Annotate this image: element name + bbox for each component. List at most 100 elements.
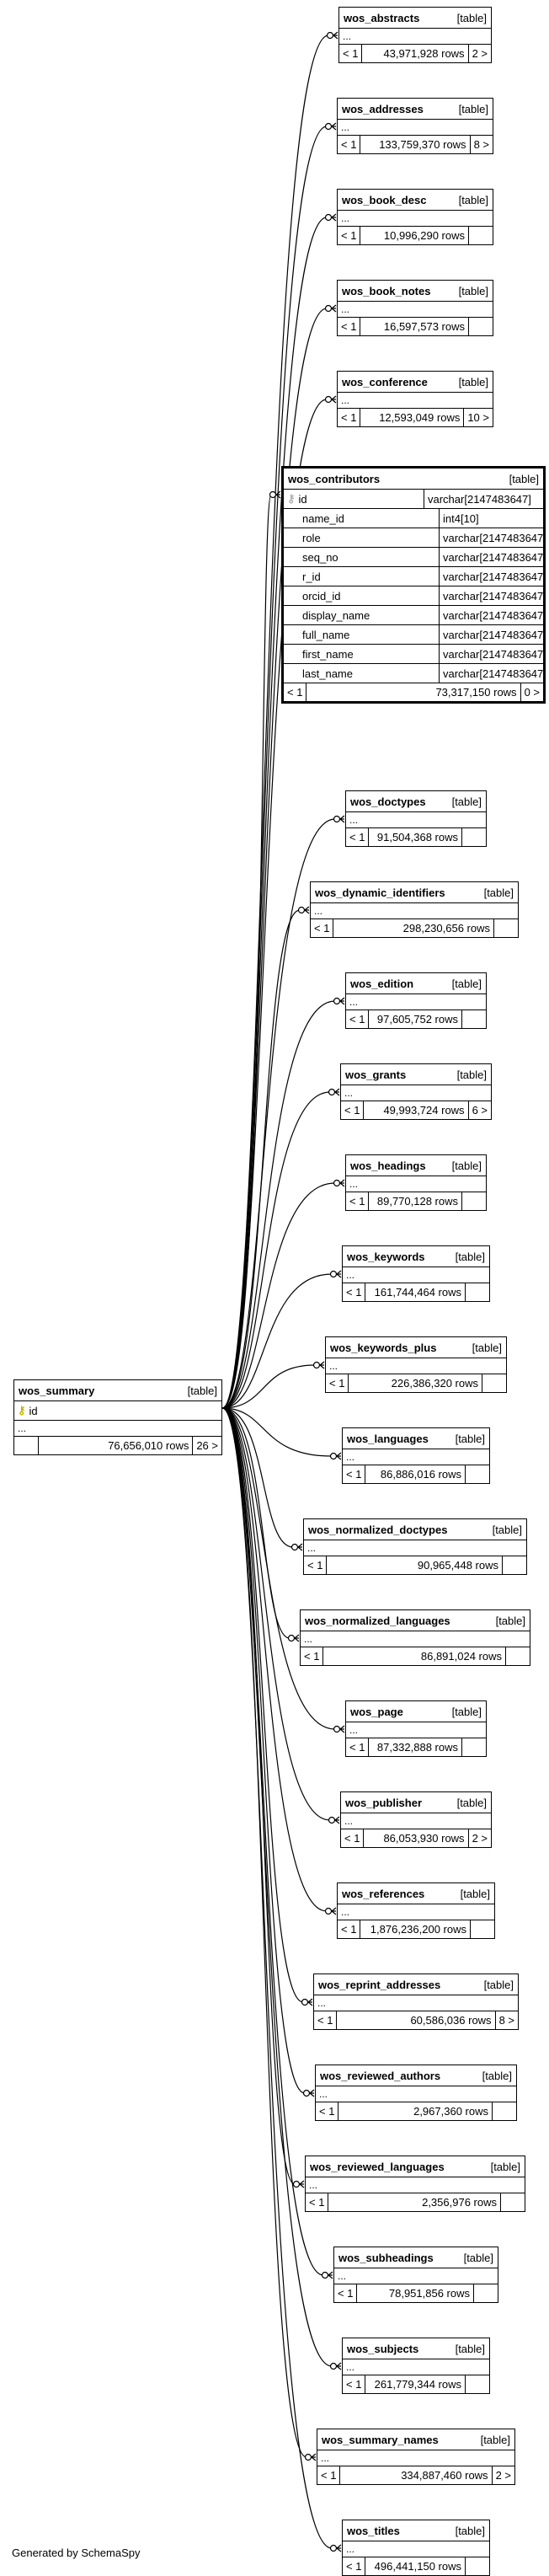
column-name: role: [302, 531, 321, 544]
children-count[interactable]: 8 >: [494, 2011, 518, 2029]
parents-count[interactable]: < 1: [338, 1920, 361, 1938]
children-count[interactable]: 10 >: [463, 409, 493, 426]
parents-count[interactable]: < 1: [338, 409, 361, 426]
parents-count[interactable]: < 1: [346, 1010, 370, 1028]
crowfoot-marker: [331, 217, 337, 222]
parents-count[interactable]: < 1: [338, 136, 361, 153]
parents-count[interactable]: < 1: [334, 2284, 358, 2302]
parents-count[interactable]: [14, 1437, 39, 1454]
parents-count[interactable]: < 1: [343, 1465, 366, 1483]
more-columns: ...: [338, 393, 493, 409]
more-columns: ...: [304, 1540, 526, 1556]
parents-count[interactable]: < 1: [304, 1556, 328, 1574]
children-count[interactable]: 8 >: [469, 136, 493, 153]
parents-count[interactable]: < 1: [316, 2102, 339, 2120]
row-count: 161,744,464 rows: [374, 1286, 461, 1299]
crowfoot-marker: [334, 1091, 340, 1096]
table-header: wos_doctypes[table]: [346, 791, 486, 812]
children-count[interactable]: 26 >: [192, 1437, 221, 1454]
table-kind: [table]: [455, 1250, 485, 1263]
children-count[interactable]: 2 >: [467, 1829, 491, 1847]
row-count: 86,891,024 rows: [420, 1650, 502, 1663]
children-count[interactable]: 2 >: [491, 2466, 514, 2484]
crowfoot-marker: [339, 1179, 345, 1184]
table-name: wos_reprint_addresses: [318, 1978, 441, 1991]
parents-count[interactable]: < 1: [341, 1829, 365, 1847]
row-count: 2,356,976 rows: [422, 2196, 497, 2209]
column-name: seq_no: [302, 550, 338, 564]
row-count: 133,759,370 rows: [379, 138, 466, 151]
parents-count[interactable]: < 1: [339, 45, 363, 62]
table-kind: [table]: [455, 2342, 485, 2355]
table-wos-summary[interactable]: wos_summary [table] ⚷ id ... 76,656,010 …: [13, 1379, 222, 1455]
table-name: wos_subheadings: [338, 2251, 434, 2264]
parents-count[interactable]: < 1: [341, 1101, 365, 1119]
parents-count[interactable]: < 1: [343, 2557, 366, 2575]
parents-count[interactable]: < 1: [284, 683, 307, 701]
zero-or-many-marker: [269, 490, 277, 499]
parents-count[interactable]: < 1: [317, 2466, 341, 2484]
children-count[interactable]: 0 >: [520, 683, 543, 701]
children-count[interactable]: 6 >: [467, 1101, 491, 1119]
column-name: r_id: [302, 570, 321, 583]
crowfoot-marker: [297, 1543, 303, 1548]
column-type: varchar[2147483647]: [439, 528, 543, 547]
parents-count[interactable]: < 1: [338, 227, 361, 244]
table-header: wos_edition[table]: [346, 973, 486, 994]
table-kind: [table]: [480, 2433, 510, 2446]
table-name: wos_languages: [347, 1432, 429, 1445]
row-count: 60,586,036 rows: [410, 2014, 492, 2027]
parents-count[interactable]: < 1: [346, 828, 370, 846]
table-name: wos_summary: [19, 1384, 95, 1397]
table-name: wos_conference: [342, 375, 428, 388]
zero-or-many-marker: [333, 1179, 341, 1187]
crowfoot-marker: [328, 2271, 333, 2276]
parents-count[interactable]: < 1: [343, 1283, 366, 1301]
parents-count[interactable]: < 1: [311, 919, 334, 937]
parents-count[interactable]: < 1: [306, 2193, 329, 2211]
parents-count[interactable]: < 1: [314, 2011, 338, 2029]
parents-count[interactable]: < 1: [338, 318, 361, 335]
parents-count[interactable]: < 1: [301, 1647, 324, 1665]
table-kind: [table]: [495, 1614, 525, 1627]
table-footer: 76,656,010 rows 26 >: [14, 1437, 221, 1454]
parents-count[interactable]: < 1: [343, 2375, 366, 2393]
children-count[interactable]: 2 >: [467, 45, 491, 62]
parents-count[interactable]: < 1: [346, 1192, 370, 1210]
crowfoot-marker: [336, 1452, 342, 1457]
row-count: 97,605,752 rows: [376, 1013, 458, 1026]
parents-count[interactable]: < 1: [346, 1738, 370, 1756]
parents-count[interactable]: < 1: [326, 1374, 349, 1392]
zero-or-many-marker: [328, 1088, 336, 1096]
